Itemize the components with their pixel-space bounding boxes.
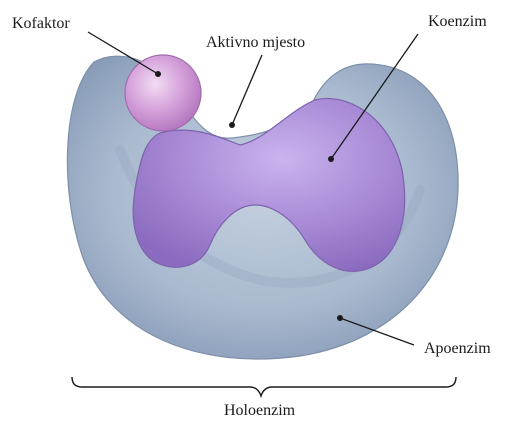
- label-holoenzim: Holoenzim: [224, 403, 295, 419]
- leader-dot-apoenzim: [337, 315, 343, 321]
- label-koenzim: Koenzim: [428, 14, 487, 30]
- label-aktivno-mjesto: Aktivno mjesto: [206, 35, 305, 51]
- leader-line-aktivno: [232, 55, 262, 125]
- leader-dot-koenzim: [328, 156, 334, 162]
- label-kofaktor: Kofaktor: [12, 16, 70, 32]
- label-apoenzim: Apoenzim: [424, 341, 491, 357]
- leader-dot-aktivno: [229, 122, 235, 128]
- holoenzim-brace: [72, 377, 456, 396]
- kofaktor-shape: [125, 55, 201, 131]
- leader-dot-kofaktor: [155, 71, 161, 77]
